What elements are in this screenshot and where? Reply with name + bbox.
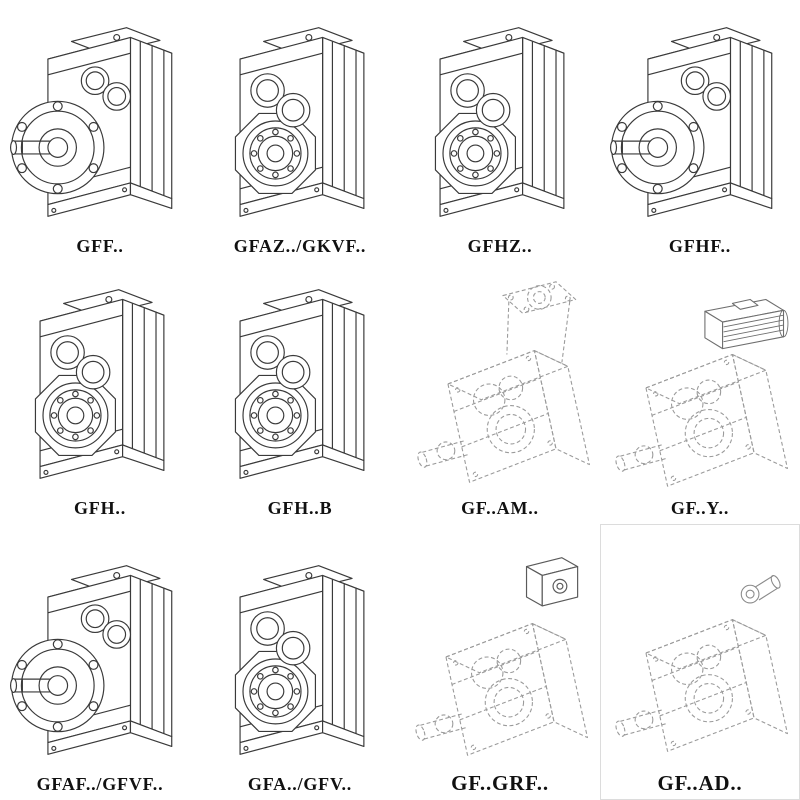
model-label: GFAZ../GKVF.. (233, 236, 367, 257)
gearbox-figure-gfaz-gkvf (206, 8, 394, 234)
gearbox-figure-gfa-gfv (206, 546, 394, 772)
gearbox-figure-gfh (6, 270, 194, 496)
model-label: GFHZ.. (467, 236, 533, 257)
gearbox-figure-gfh-b (206, 270, 394, 496)
gearbox-figure-gf-y (606, 270, 794, 496)
catalog-cell: GFHF.. (600, 0, 800, 262)
model-label: GFF.. (76, 236, 124, 257)
catalog-cell: GF..GRF.. (400, 524, 600, 800)
model-label: GFHF.. (668, 236, 732, 257)
gearbox-figure-gf-am (406, 270, 594, 496)
catalog-cell: GF..AD.. (600, 524, 800, 800)
model-label: GFAF../GFVF.. (36, 774, 164, 795)
model-label: GFH..B (267, 498, 333, 519)
catalog-cell: GF..Y.. (600, 262, 800, 524)
gearbox-figure-gfaf-gfvf (6, 546, 194, 772)
model-label: GF..Y.. (670, 498, 730, 519)
gearbox-figure-gff (6, 8, 194, 234)
model-label: GF..AD.. (657, 770, 743, 795)
catalog-cell: GFHZ.. (400, 0, 600, 262)
model-label: GFA../GFV.. (247, 774, 353, 795)
model-label: GFH.. (74, 498, 126, 519)
catalog-cell: GF..AM.. (400, 262, 600, 524)
gearbox-figure-gfhf (606, 8, 794, 234)
model-label: GF..AM.. (461, 498, 539, 519)
gearbox-figure-gf-ad (606, 543, 794, 769)
catalog-cell: GFF.. (0, 0, 200, 262)
model-label: GF..GRF.. (451, 770, 549, 795)
catalog-cell: GFAF../GFVF.. (0, 524, 200, 800)
catalog-cell: GFA../GFV.. (200, 524, 400, 800)
catalog-cell: GFAZ../GKVF.. (200, 0, 400, 262)
gearbox-figure-gfhz (406, 8, 594, 234)
catalog-cell: GFH.. (0, 262, 200, 524)
catalog-cell: GFH..B (200, 262, 400, 524)
gearbox-figure-gf-grf (406, 543, 594, 769)
